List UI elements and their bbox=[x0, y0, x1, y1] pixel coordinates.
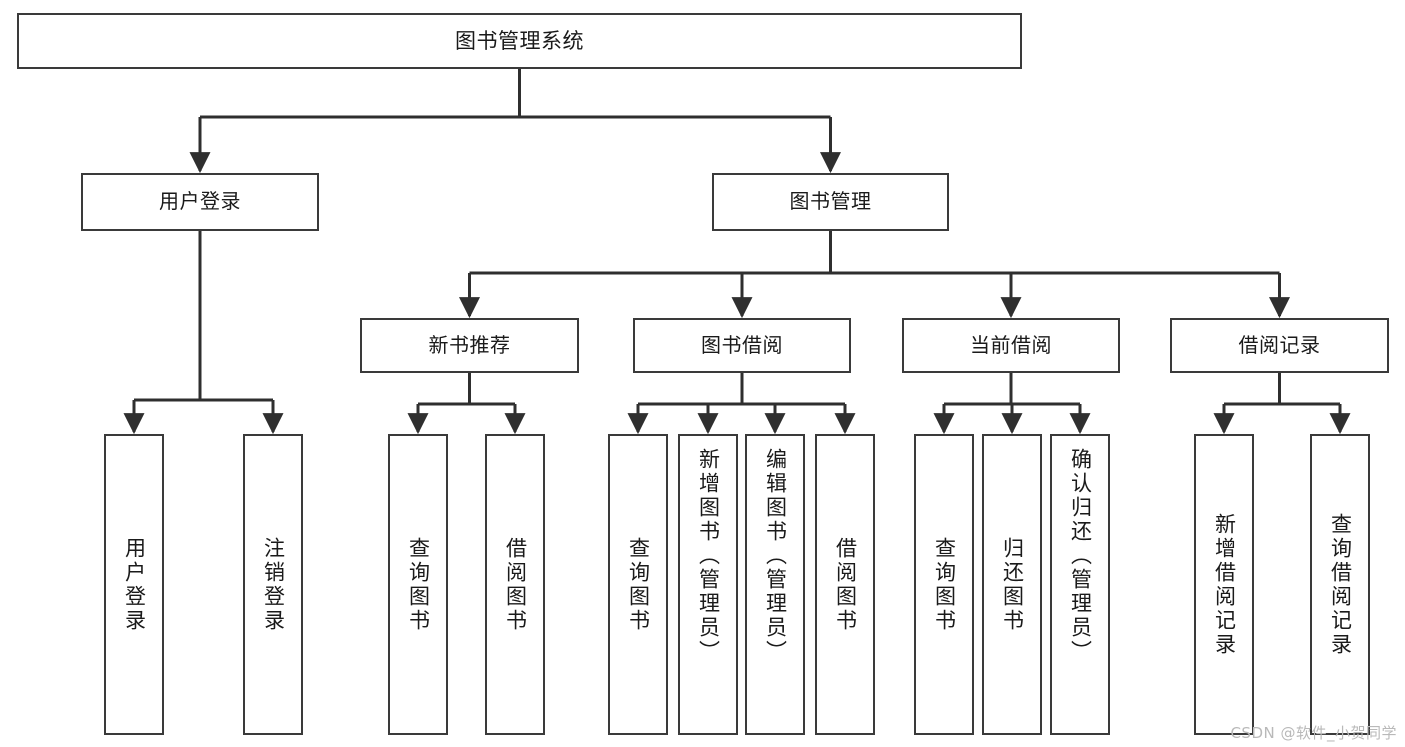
node-label: 查询图书 bbox=[406, 536, 431, 633]
node-label: 借阅图书 bbox=[503, 536, 528, 633]
node-label: 注销登录 bbox=[261, 536, 286, 633]
node-label: 图书管理系统 bbox=[455, 28, 584, 53]
watermark-text: CSDN @软件_小贺同学 bbox=[1230, 724, 1397, 742]
node-label: 图书管理 bbox=[789, 189, 872, 214]
node-leaf-confirm-return[interactable]: 确认归还（管理员） bbox=[1050, 434, 1110, 735]
node-book-manage[interactable]: 图书管理 bbox=[712, 173, 949, 231]
node-leaf-add-book[interactable]: 新增图书（管理员） bbox=[678, 434, 738, 735]
node-leaf-return-book[interactable]: 归还图书 bbox=[982, 434, 1042, 735]
node-label: 编辑图书（管理员） bbox=[763, 448, 788, 664]
node-new-book-recommend[interactable]: 新书推荐 bbox=[360, 318, 579, 373]
node-leaf-add-borrow-record[interactable]: 新增借阅记录 bbox=[1194, 434, 1254, 735]
node-leaf-borrow-book-2[interactable]: 借阅图书 bbox=[815, 434, 875, 735]
node-leaf-query-borrow-record[interactable]: 查询借阅记录 bbox=[1310, 434, 1370, 735]
node-label: 新增借阅记录 bbox=[1212, 512, 1237, 657]
node-leaf-borrow-book-1[interactable]: 借阅图书 bbox=[485, 434, 545, 735]
node-label: 确认归还（管理员） bbox=[1068, 448, 1093, 664]
node-label: 借阅图书 bbox=[833, 536, 858, 633]
node-leaf-query-book-3[interactable]: 查询图书 bbox=[914, 434, 974, 735]
node-leaf-query-book-1[interactable]: 查询图书 bbox=[388, 434, 448, 735]
node-leaf-query-book-2[interactable]: 查询图书 bbox=[608, 434, 668, 735]
node-user-login[interactable]: 用户登录 bbox=[81, 173, 319, 231]
node-label: 新书推荐 bbox=[428, 332, 511, 357]
node-label: 查询图书 bbox=[932, 536, 957, 633]
node-label: 归还图书 bbox=[1000, 536, 1025, 633]
node-label: 查询借阅记录 bbox=[1328, 512, 1353, 657]
node-label: 查询图书 bbox=[626, 536, 651, 633]
node-book-borrow[interactable]: 图书借阅 bbox=[633, 318, 851, 373]
node-leaf-logout[interactable]: 注销登录 bbox=[243, 434, 303, 735]
node-label: 用户登录 bbox=[159, 189, 241, 214]
node-label: 当前借阅 bbox=[970, 332, 1052, 357]
node-root[interactable]: 图书管理系统 bbox=[17, 13, 1022, 69]
node-label: 用户登录 bbox=[122, 536, 147, 633]
node-leaf-user-login[interactable]: 用户登录 bbox=[104, 434, 164, 735]
node-leaf-edit-book[interactable]: 编辑图书（管理员） bbox=[745, 434, 805, 735]
node-label: 新增图书（管理员） bbox=[696, 448, 721, 664]
node-label: 图书借阅 bbox=[701, 332, 783, 357]
node-label: 借阅记录 bbox=[1238, 332, 1321, 357]
node-borrow-record[interactable]: 借阅记录 bbox=[1170, 318, 1389, 373]
node-current-borrow[interactable]: 当前借阅 bbox=[902, 318, 1120, 373]
